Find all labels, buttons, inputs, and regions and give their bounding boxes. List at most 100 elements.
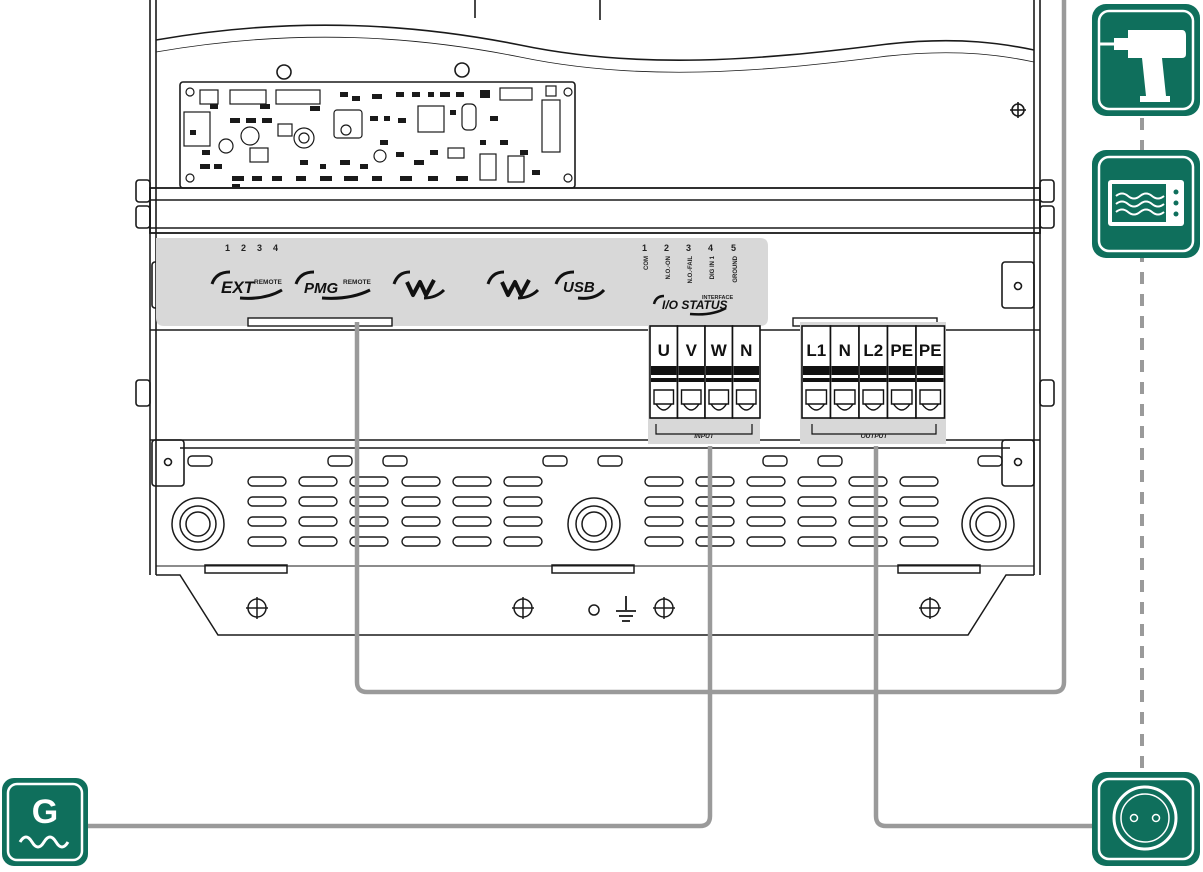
w-port-left[interactable] bbox=[392, 270, 446, 300]
terminal[interactable]: N bbox=[731, 325, 761, 419]
vent-slot bbox=[247, 496, 287, 507]
terminal[interactable]: L2 bbox=[858, 325, 889, 419]
pcb-component bbox=[428, 92, 434, 97]
vent-slot bbox=[401, 516, 441, 527]
dip-switch bbox=[546, 129, 556, 132]
pcb-component bbox=[252, 176, 262, 181]
pcb-component bbox=[414, 160, 424, 165]
status-pin-label: COM bbox=[644, 256, 650, 270]
io-status-interface: INTERFACE bbox=[702, 295, 734, 301]
dip-switch bbox=[546, 116, 556, 119]
pcb-component bbox=[320, 164, 326, 169]
microwave-icon bbox=[1092, 150, 1200, 258]
terminal[interactable]: W bbox=[704, 325, 734, 419]
dip-switch bbox=[546, 147, 556, 149]
terminal[interactable]: PE bbox=[886, 325, 917, 419]
pcb-component bbox=[430, 150, 438, 155]
pcb-component bbox=[296, 176, 306, 181]
pcb-component bbox=[202, 150, 210, 155]
pcb-component bbox=[440, 92, 450, 97]
pin-number: 2 bbox=[241, 243, 246, 253]
terminal[interactable]: U bbox=[649, 325, 679, 419]
ext-remote-label: REMOTE bbox=[254, 279, 282, 286]
vent-slot bbox=[247, 476, 287, 487]
vent-slot bbox=[298, 516, 338, 527]
vent-slot bbox=[298, 476, 338, 487]
rail-rivet bbox=[187, 455, 213, 467]
io-status-port[interactable]: I/O STATUS INTERFACE bbox=[652, 294, 734, 316]
pcb-component bbox=[370, 116, 378, 121]
pin-number: 3 bbox=[257, 243, 262, 253]
vent-slot bbox=[349, 536, 389, 547]
ext-remote-port[interactable]: EXT REMOTE bbox=[210, 270, 283, 300]
status-pin-label: N.O.-ON bbox=[666, 256, 672, 279]
vent-slot bbox=[746, 536, 786, 547]
port-panel bbox=[156, 238, 768, 326]
vent-slot bbox=[644, 516, 684, 527]
rail-rivet bbox=[542, 455, 568, 467]
pcb-component bbox=[232, 184, 240, 187]
socket-icon bbox=[1092, 772, 1200, 866]
w-port-right[interactable] bbox=[486, 270, 540, 300]
pcb-component bbox=[190, 130, 196, 135]
dip-switch bbox=[546, 134, 556, 137]
rail-rivet bbox=[327, 455, 353, 467]
rail-rivet bbox=[762, 455, 788, 467]
vent-slot bbox=[503, 496, 543, 507]
pcb-component bbox=[272, 176, 282, 181]
pcb-component bbox=[520, 150, 528, 155]
vent-slot bbox=[247, 536, 287, 547]
rail-rivet bbox=[597, 455, 623, 467]
vent-slot bbox=[644, 476, 684, 487]
pcb-component bbox=[372, 94, 382, 99]
vent-slot bbox=[349, 516, 389, 527]
vent-slot bbox=[503, 476, 543, 487]
vent-slot bbox=[503, 516, 543, 527]
terminal-label: U bbox=[658, 341, 670, 360]
pcb-component bbox=[380, 140, 388, 145]
pmg-remote-label: REMOTE bbox=[343, 279, 371, 286]
pcb-component bbox=[500, 140, 508, 145]
generator-letter: G bbox=[32, 793, 58, 831]
terminal[interactable]: L1 bbox=[801, 325, 832, 419]
terminal[interactable]: PE bbox=[915, 325, 946, 419]
pcb-component bbox=[232, 176, 244, 181]
vent-slot bbox=[848, 516, 888, 527]
io-status-title: I/O STATUS bbox=[662, 298, 728, 312]
wires bbox=[88, 0, 1100, 829]
pmg-remote-port[interactable]: PMG REMOTE bbox=[294, 270, 371, 300]
status-pin-number: 3 bbox=[686, 243, 691, 253]
vent-slot bbox=[695, 476, 735, 487]
pcb-component bbox=[262, 118, 272, 123]
rail-rivet bbox=[817, 455, 843, 467]
pcb-component bbox=[372, 176, 382, 181]
dip-switch bbox=[546, 112, 556, 115]
vent-slot bbox=[349, 496, 389, 507]
ext-port-label: EXT bbox=[221, 278, 256, 297]
pcb-component bbox=[352, 96, 360, 101]
vent-slot bbox=[644, 536, 684, 547]
terminal[interactable]: V bbox=[676, 325, 706, 419]
vent-slot bbox=[695, 536, 735, 547]
vent-slot bbox=[695, 516, 735, 527]
pcb-components bbox=[190, 90, 556, 187]
terminal-label: L1 bbox=[806, 341, 826, 360]
vent-slot bbox=[797, 496, 837, 507]
usb-port[interactable]: USB bbox=[554, 270, 606, 300]
output-bracket bbox=[811, 424, 937, 435]
terminal[interactable]: N bbox=[829, 325, 860, 419]
terminal-label: W bbox=[711, 341, 728, 360]
pcb-component bbox=[310, 106, 320, 111]
pcb-component bbox=[200, 164, 210, 169]
pcb-component bbox=[230, 118, 240, 123]
vent-slot bbox=[848, 496, 888, 507]
status-pin-label: GROUND bbox=[733, 255, 739, 282]
rail-rivet bbox=[977, 455, 1003, 467]
usb-port-label: USB bbox=[563, 279, 595, 296]
pin-number: 1 bbox=[225, 243, 230, 253]
vent-slot bbox=[797, 516, 837, 527]
dip-switch bbox=[546, 125, 556, 128]
rail-rivet bbox=[382, 455, 408, 467]
vent-slot bbox=[899, 516, 939, 527]
